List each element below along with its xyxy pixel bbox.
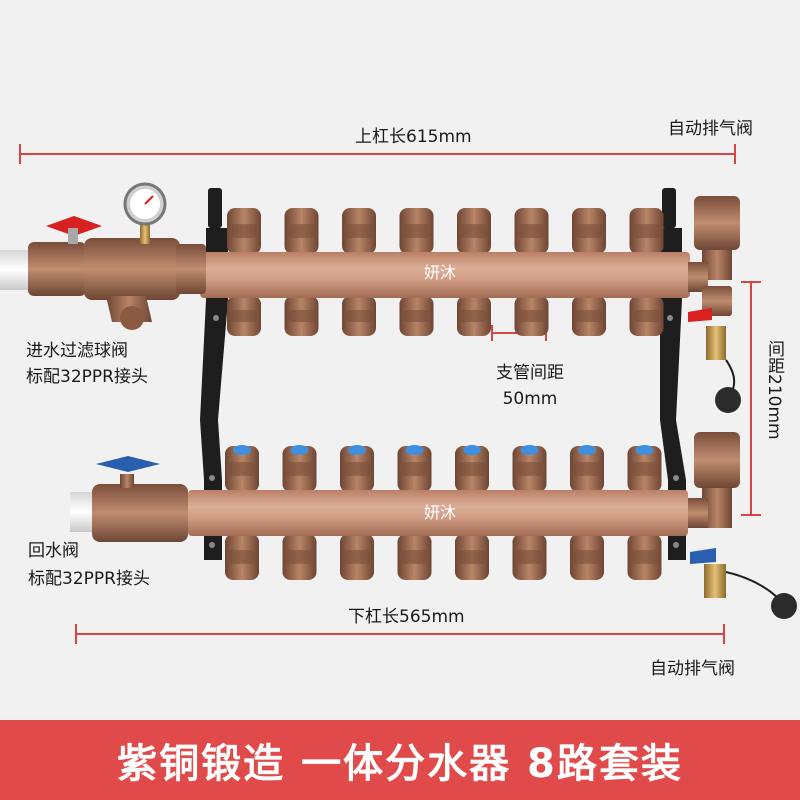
top-supply-outlet-7 [572,208,606,254]
inlet-filter-ball-valve [0,182,206,330]
bottom-bar-brand-mark: 妍沐 [423,503,456,522]
bottom-return-outlet-2 [282,445,317,492]
top-air-vent [688,196,741,413]
bottom-manifold-bar [188,490,688,536]
top-bar-dimension-line [19,144,736,164]
promo-banner: 紫铜锻造 一体分水器 8路套装 [0,720,800,800]
bottom-bar-dimension-line [75,624,725,644]
bottom-lower-outlet-1 [225,534,259,580]
right-bracket [660,188,686,560]
bottom-lower-outlet-2 [282,534,317,580]
top-air-vent-label: 自动排气阀 [668,119,753,139]
inlet-connector-label: 标配32PPR接头 [26,367,148,387]
branch-outlets [225,208,664,580]
bottom-lower-outlet-5 [455,534,489,580]
top-lower-outlet-7 [572,296,606,336]
bar-gap-label: 间距210mm [764,340,784,440]
bottom-air-vent [688,432,797,619]
top-supply-outlet-8 [629,208,664,254]
bottom-return-outlet-7 [570,445,604,492]
bottom-return-outlet-1 [225,445,259,492]
branch-spacing-label: 支管间距 [496,363,564,383]
top-supply-outlet-2 [284,208,319,254]
branch-spacing-value: 50mm [502,389,558,409]
bottom-lower-outlet-8 [627,534,662,580]
top-supply-outlet-1 [227,208,261,254]
top-lower-outlet-3 [342,296,376,336]
top-lower-outlet-8 [629,296,664,336]
bottom-lower-outlet-4 [397,534,432,580]
bar-gap-dimension-line [741,281,761,516]
bottom-bar-length-label: 下杠长565mm [348,607,465,627]
top-lower-outlet-1 [227,296,261,336]
bottom-return-outlet-6 [512,445,547,492]
top-manifold-bar [200,252,690,298]
left-bracket [200,188,228,560]
top-lower-outlet-2 [284,296,319,336]
top-bar-length-label: 上杠长615mm [355,127,472,147]
bottom-return-outlet-4 [397,445,432,492]
top-lower-outlet-6 [514,296,549,336]
top-supply-outlet-6 [514,208,549,254]
top-bar-brand-mark: 妍沐 [423,263,456,282]
bottom-air-vent-label: 自动排气阀 [650,659,735,679]
bottom-lower-outlet-7 [570,534,604,580]
bottom-return-outlet-8 [627,445,662,492]
top-supply-outlet-4 [399,208,434,254]
bottom-lower-outlet-6 [512,534,547,580]
top-lower-outlet-4 [399,296,434,336]
bottom-return-outlet-5 [455,445,489,492]
return-ball-valve [70,456,188,542]
promo-banner-text: 紫铜锻造 一体分水器 8路套装 [117,741,683,787]
top-supply-outlet-3 [342,208,376,254]
inlet-valve-label: 进水过滤球阀 [26,341,128,361]
product-photo: 妍沐 妍沐 上杠长615mm 自动排气阀 进水过滤球阀 标配32PPR接头 支管… [0,119,797,679]
return-connector-label: 标配32PPR接头 [28,569,150,589]
top-supply-outlet-5 [457,208,491,254]
manifold-illustration [0,144,797,644]
bottom-lower-outlet-3 [340,534,374,580]
return-valve-label: 回水阀 [28,541,79,561]
top-lower-outlet-5 [457,296,491,336]
bottom-return-outlet-3 [340,445,374,492]
